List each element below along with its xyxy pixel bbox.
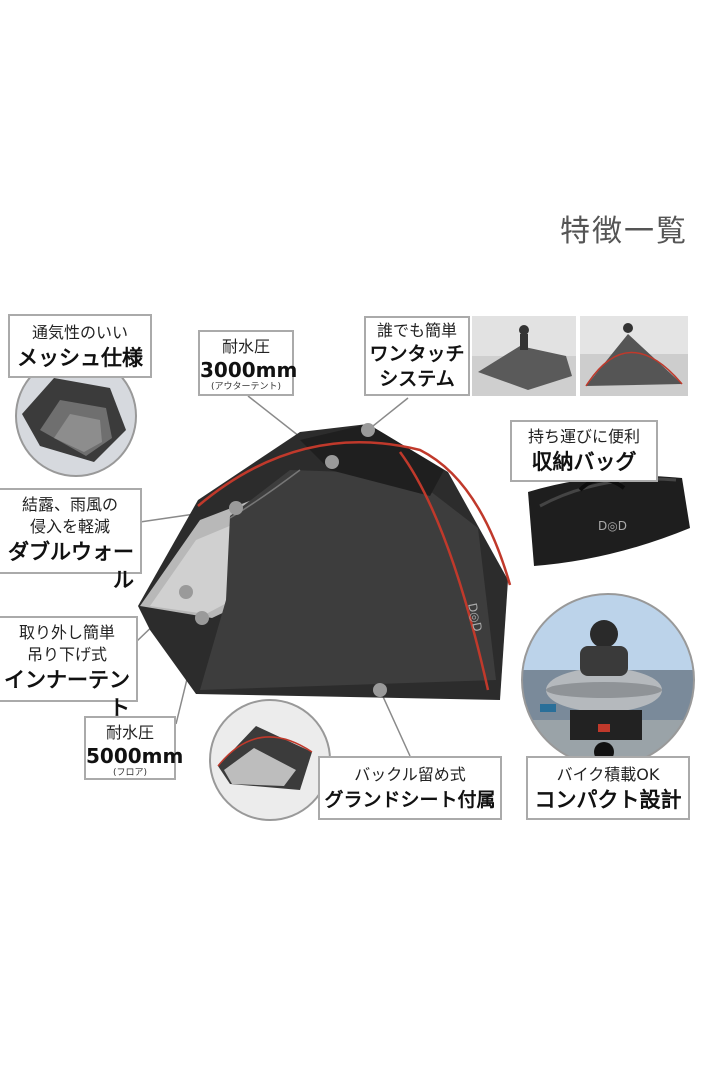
mesh-line1: 通気性のいい xyxy=(31,323,128,342)
storage-bag: D◎D xyxy=(528,475,690,566)
double-wall-line1: 結露、雨風の xyxy=(21,495,118,514)
inner-tent-line3: インナーテント xyxy=(4,668,130,720)
one-touch-line3: システム xyxy=(379,368,455,390)
outer-water-line1: 耐水圧 xyxy=(221,337,270,356)
bike-line2: コンパクト設計 xyxy=(534,788,682,812)
outer-water-box: 耐水圧 3000mm (アウターテント) xyxy=(198,330,298,396)
inner-tent-line2: 吊り下げ式 xyxy=(26,645,107,664)
ground-sheet-box: バックル留め式 グランドシート付属 xyxy=(318,756,502,820)
bike-box: バイク積載OK コンパクト設計 xyxy=(526,756,690,820)
carry-box: 持ち運びに便利 収納バッグ xyxy=(510,420,658,482)
mesh-line2: メッシュ仕様 xyxy=(17,346,143,370)
one-touch-box: 誰でも簡単 ワンタッチ システム xyxy=(364,316,470,396)
one-touch-line1: 誰でも簡単 xyxy=(376,321,457,340)
bag-logo: D◎D xyxy=(598,519,627,533)
ground-sheet-line2: グランドシート付属 xyxy=(324,789,496,811)
callout-dots xyxy=(179,423,387,697)
mesh-photo xyxy=(15,355,137,477)
floor-water-note: (フロア) xyxy=(112,768,148,778)
outer-water-note: (アウターテント) xyxy=(210,382,282,392)
floor-water-value: 5000mm xyxy=(86,744,184,768)
inner-tent-line1: 取り外し簡単 xyxy=(18,623,115,642)
bike-line1: バイク積載OK xyxy=(556,765,660,784)
double-wall-line3: ダブルウォール xyxy=(8,540,134,592)
outer-water-value: 3000mm xyxy=(200,358,298,382)
carry-line1: 持ち運びに便利 xyxy=(527,427,640,446)
ground-sheet-line1: バックル留め式 xyxy=(354,765,466,784)
one-touch-line2: ワンタッチ xyxy=(369,343,465,365)
double-wall-line2: 侵入を軽減 xyxy=(29,517,110,536)
floor-water-box: 耐水圧 5000mm (フロア) xyxy=(84,716,184,780)
ground-sheet-photo xyxy=(209,699,331,821)
double-wall-box: 結露、雨風の 侵入を軽減 ダブルウォール xyxy=(0,488,142,592)
one-touch-photos xyxy=(472,316,688,396)
tent-logo: D◎D xyxy=(465,602,485,633)
floor-water-line1: 耐水圧 xyxy=(105,723,154,742)
bike-photo xyxy=(521,593,695,767)
mesh-label-box: 通気性のいい メッシュ仕様 xyxy=(8,314,152,378)
carry-line2: 収納バッグ xyxy=(531,450,637,474)
tent-illustration: D◎D xyxy=(138,424,512,700)
page-title: 特徴一覧 xyxy=(560,214,688,249)
inner-tent-box: 取り外し簡単 吊り下げ式 インナーテント xyxy=(0,616,138,720)
